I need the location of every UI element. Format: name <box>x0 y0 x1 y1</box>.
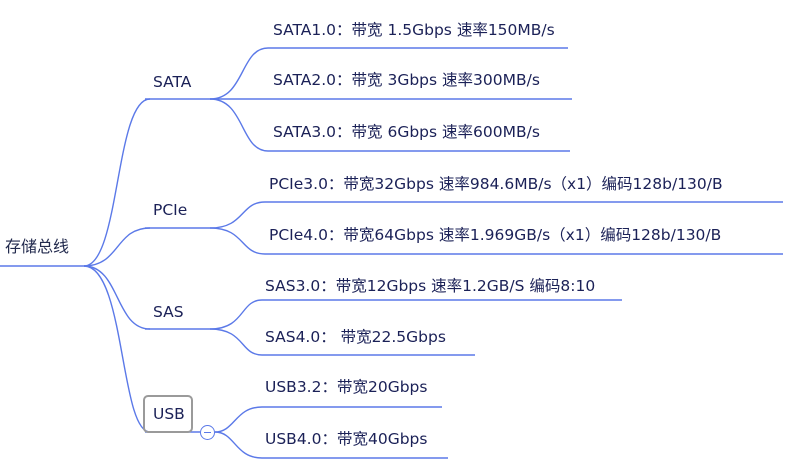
branch-pcie[interactable]: PCIe <box>153 201 188 219</box>
collapse-minus-icon[interactable] <box>200 425 215 440</box>
leaf-sata2[interactable]: SATA2.0：带宽 3Gbps 速率300MB/s <box>273 71 540 89</box>
leaf-pcie3[interactable]: PCIe3.0：带宽32Gbps 速率984.6MB/s（x1）编码128b/1… <box>269 175 723 193</box>
selection-highlight <box>143 395 193 433</box>
leaf-sas4[interactable]: SAS4.0： 带宽22.5Gbps <box>265 328 446 346</box>
leaf-sas3[interactable]: SAS3.0：带宽12Gbps 速率1.2GB/S 编码8:10 <box>265 277 596 295</box>
leaf-sata1[interactable]: SATA1.0：带宽 1.5Gbps 速率150MB/s <box>273 21 555 39</box>
branch-sas[interactable]: SAS <box>153 303 184 321</box>
branch-usb[interactable]: USB <box>153 405 185 423</box>
branch-sata[interactable]: SATA <box>153 73 192 91</box>
leaf-usb32[interactable]: USB3.2：带宽20Gbps <box>265 378 428 396</box>
root-node[interactable]: 存储总线 <box>5 237 70 256</box>
leaf-pcie4[interactable]: PCIe4.0：带宽64Gbps 速率1.969GB/s（x1）编码128b/1… <box>269 226 722 244</box>
leaf-sata3[interactable]: SATA3.0：带宽 6Gbps 速率600MB/s <box>273 123 540 141</box>
leaf-usb40[interactable]: USB4.0：带宽40Gbps <box>265 430 428 448</box>
